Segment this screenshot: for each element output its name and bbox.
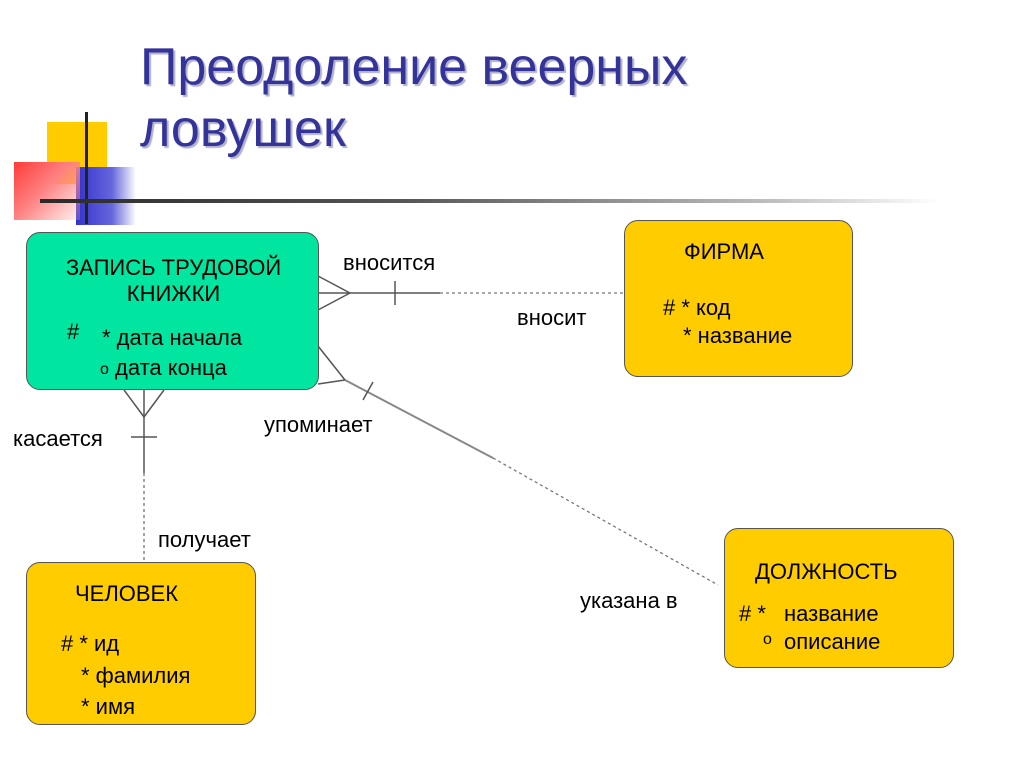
position-crowfoot-upper [317, 345, 346, 381]
attr-firm-code: # * код [663, 295, 731, 320]
slide-title: Преодоление веерных ловушек [140, 36, 960, 160]
rel-label-vnositsya: вносится [343, 250, 436, 275]
firm-crowfoot-lower [317, 292, 351, 311]
position-link-dashed [492, 457, 719, 586]
entity-firm-title: ФИРМА [684, 239, 764, 264]
optional-mark: o [100, 361, 109, 378]
rel-label-kasaetsya: касается [13, 426, 103, 451]
entity-person-title: ЧЕЛОВЕК [75, 581, 179, 606]
entity-employment-record-title: ЗАПИСЬ ТРУДОВОЙ КНИЖКИ [27, 255, 320, 307]
position-crowfoot-lower [317, 379, 346, 385]
firm-crowfoot-upper [317, 275, 351, 294]
attr-person-firstname: * имя [81, 694, 136, 719]
attr-start-date: * дата начала [102, 325, 243, 350]
primary-key-mark: # [67, 319, 80, 344]
entity-employment-record-title-line1: ЗАПИСЬ ТРУДОВОЙ [65, 255, 282, 280]
attr-end-date: дата конца [115, 355, 227, 380]
attr-position-name: название [784, 601, 879, 626]
slide-title-line2: ловушек [140, 100, 346, 158]
entity-firm[interactable]: ФИРМА # * код * название [624, 220, 853, 377]
rel-label-upominaet: упоминает [264, 412, 373, 437]
entity-position[interactable]: ДОЛЖНОСТЬ # * название o описание [724, 528, 954, 668]
person-crowfoot-left [123, 389, 145, 418]
position-link-solid [344, 379, 494, 459]
decor-vertical-line [85, 112, 88, 224]
entity-position-title: ДОЛЖНОСТЬ [755, 559, 898, 584]
position-link-tick [362, 381, 374, 401]
attr-person-id: # * ид [61, 631, 120, 656]
title-underline [40, 199, 940, 203]
attr-position-description: описание [784, 629, 881, 654]
person-crowfoot-right [143, 389, 165, 418]
entity-person[interactable]: ЧЕЛОВЕК # * ид * фамилия * имя [26, 562, 256, 725]
decor-red-square [14, 162, 80, 220]
entity-employment-record[interactable]: ЗАПИСЬ ТРУДОВОЙ КНИЖКИ # * дата начала o… [26, 232, 319, 390]
rel-label-poluchaet: получает [158, 527, 251, 552]
primary-key-mark: # * [739, 601, 766, 626]
entity-employment-record-title-line2: КНИЖКИ [126, 281, 221, 306]
slide-title-line1: Преодоление веерных [140, 38, 688, 96]
attr-firm-name: * название [683, 323, 793, 348]
rel-label-ukazana-v: указана в [580, 588, 678, 613]
attr-person-surname: * фамилия [81, 663, 191, 688]
rel-label-vnosit: вносит [517, 305, 587, 330]
optional-mark: o [763, 631, 772, 648]
